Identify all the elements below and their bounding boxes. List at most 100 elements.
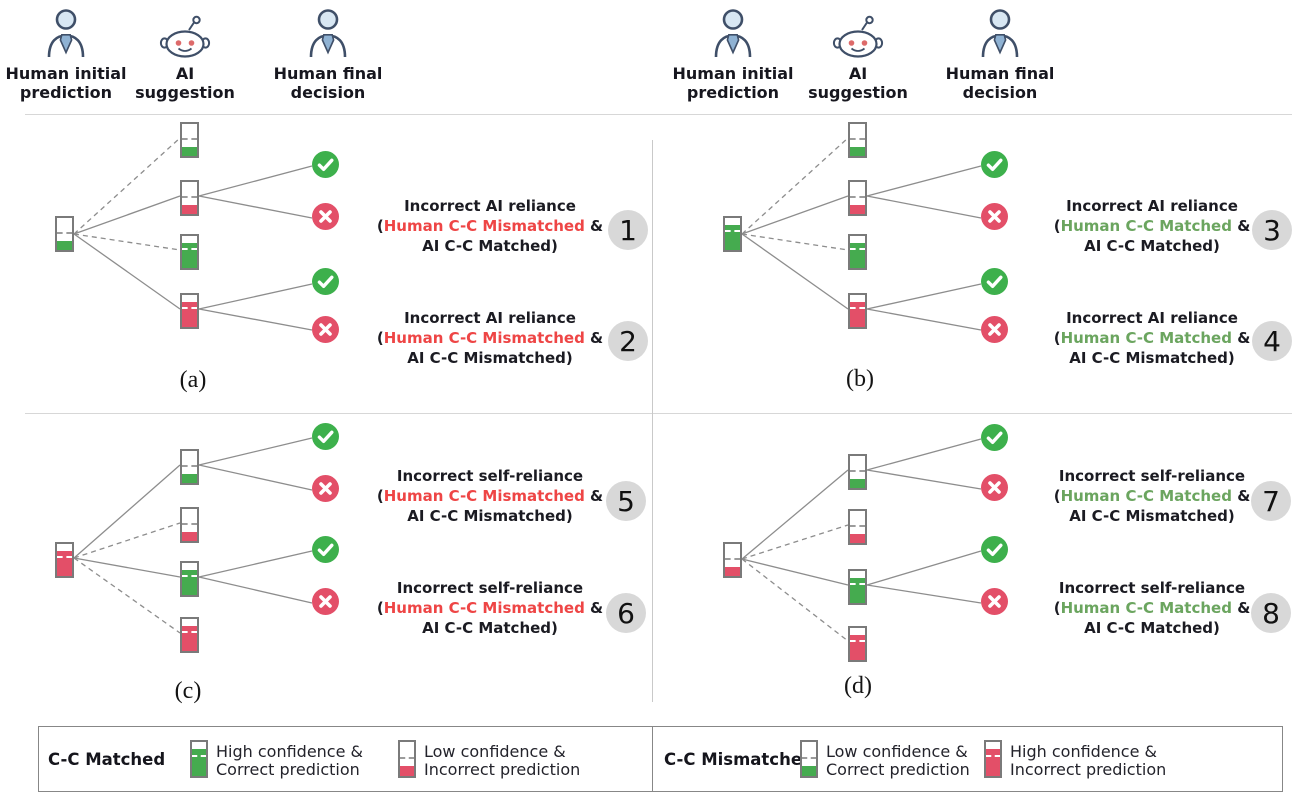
- annotation-1: Incorrect AI reliance (Human C-C Mismatc…: [374, 196, 606, 256]
- incorrect-decision-icon: [312, 316, 339, 343]
- connector-solid: [198, 437, 313, 466]
- connector-solid: [73, 233, 181, 310]
- incorrect-decision-icon: [981, 203, 1008, 230]
- annotation-5: Incorrect self-reliance (Human C-C Misma…: [374, 466, 606, 526]
- case-number-badge: 6: [606, 593, 646, 633]
- ai-cc-status: AI C-C Mismatched): [1069, 349, 1235, 367]
- connector-dashed: [73, 233, 181, 251]
- panel-d-links: [741, 438, 982, 642]
- center-divider: [652, 140, 653, 702]
- annotation-8: Incorrect self-reliance (Human C-C Match…: [1036, 578, 1268, 638]
- case-number-badge: 5: [606, 481, 646, 521]
- ai-cc-status: AI C-C Matched): [422, 619, 558, 637]
- legend-swatch-high-confidence-correct: [190, 740, 208, 778]
- panel-c-links: [73, 437, 313, 634]
- ai-cc-status: AI C-C Matched): [1084, 619, 1220, 637]
- connector-dashed: [741, 137, 849, 235]
- header-label: Human initial: [672, 64, 794, 83]
- legend-item-label: Low confidence & Incorrect prediction: [424, 742, 581, 779]
- panel-b-caption: (b): [846, 366, 874, 392]
- ai-cc-status: AI C-C Mismatched): [407, 507, 573, 525]
- panel-b-root-node-high-confidence-correct: [723, 216, 742, 252]
- connector-solid: [866, 195, 982, 219]
- ai-cc-status: AI C-C Matched): [1084, 237, 1220, 255]
- human-cc-status: Human C-C Matched: [1060, 487, 1232, 505]
- connector-solid: [198, 550, 313, 578]
- case-number-badge: 3: [1252, 210, 1292, 250]
- header-label: Human initial: [5, 64, 127, 83]
- human-cc-status: Human C-C Matched: [1060, 599, 1232, 617]
- legend-title-cc-matched: C-C Matched: [48, 750, 166, 769]
- human-cc-status: Human C-C Mismatched: [383, 599, 585, 617]
- annotation-3: Incorrect AI reliance (Human C-C Matched…: [1036, 196, 1268, 256]
- header-divider: [25, 114, 1292, 115]
- correct-decision-icon: [312, 423, 339, 450]
- panel-b-ai-node-high-confidence-incorrect: [848, 293, 867, 329]
- connector-solid: [866, 550, 982, 586]
- connector-solid: [866, 308, 982, 331]
- connector-solid: [866, 283, 982, 310]
- legend-item-label: Low confidence & Correct prediction: [826, 742, 970, 779]
- legend-item-label: High confidence & Incorrect prediction: [1010, 742, 1167, 779]
- ai-cc-status: AI C-C Mismatched): [1069, 507, 1235, 525]
- header-label: Human final: [945, 64, 1055, 83]
- panel-a-ai-node-high-confidence-correct: [180, 234, 199, 270]
- panel-c-root-node-high-confidence-incorrect: [55, 542, 74, 578]
- incorrect-decision-icon: [981, 588, 1008, 615]
- annotation-title: Incorrect self-reliance: [396, 467, 584, 485]
- panel-a-links: [73, 137, 313, 331]
- annotation-title: Incorrect AI reliance: [404, 309, 576, 327]
- panel-c-ai-node-low-confidence-incorrect: [180, 507, 199, 543]
- correct-decision-icon: [981, 151, 1008, 178]
- legend-title-cc-mismatched: C-C Mismatched: [664, 750, 814, 769]
- panel-a-ai-node-high-confidence-incorrect: [180, 293, 199, 329]
- case-number-badge: 1: [608, 210, 648, 250]
- correct-decision-icon: [981, 268, 1008, 295]
- panel-c-ai-node-high-confidence-incorrect: [180, 617, 199, 653]
- annotation-title: Incorrect AI reliance: [404, 197, 576, 215]
- connector-solid: [866, 438, 982, 471]
- legend-swatch-high-confidence-incorrect: [984, 740, 1002, 778]
- connector-dashed: [73, 522, 181, 559]
- panel-d-ai-node-high-confidence-correct: [848, 569, 867, 605]
- panel-d-ai-node-low-confidence-correct: [848, 454, 867, 490]
- human-cc-status: Human C-C Mismatched: [383, 217, 585, 235]
- connector-solid: [741, 558, 849, 586]
- legend-item-label: High confidence & Correct prediction: [216, 742, 364, 779]
- connector-solid: [741, 195, 849, 235]
- incorrect-decision-icon: [981, 474, 1008, 501]
- connector-solid: [198, 195, 313, 219]
- annotation-title: Incorrect AI reliance: [1066, 309, 1238, 327]
- ai-cc-status: AI C-C Matched): [422, 237, 558, 255]
- incorrect-decision-icon: [312, 203, 339, 230]
- connector-solid: [866, 165, 982, 197]
- annotation-title: Incorrect AI reliance: [1066, 197, 1238, 215]
- header-label: AI: [175, 64, 195, 83]
- annotation-title: Incorrect self-reliance: [1058, 579, 1246, 597]
- correct-decision-icon: [981, 536, 1008, 563]
- panel-b-links: [741, 137, 982, 331]
- annotation-title: Incorrect self-reliance: [396, 579, 584, 597]
- legend-swatch-low-confidence-correct: [800, 740, 818, 778]
- mid-divider: [25, 413, 1292, 414]
- connector-solid: [866, 584, 982, 604]
- annotation-6: Incorrect self-reliance (Human C-C Misma…: [374, 578, 606, 638]
- human-cc-status: Human C-C Matched: [1060, 329, 1232, 347]
- connector-dashed: [741, 558, 849, 642]
- legend: [38, 726, 1283, 792]
- connector-solid: [73, 557, 181, 578]
- case-number-badge: 4: [1252, 321, 1292, 361]
- correct-decision-icon: [312, 151, 339, 178]
- panel-d-root-node-low-confidence-incorrect: [723, 542, 742, 578]
- panel-a-ai-node-low-confidence-incorrect: [180, 180, 199, 216]
- connector-solid: [198, 165, 313, 197]
- connector-dashed: [741, 233, 849, 251]
- case-number-badge: 7: [1251, 481, 1291, 521]
- connector-solid: [741, 233, 849, 310]
- panel-c-caption: (c): [174, 678, 202, 704]
